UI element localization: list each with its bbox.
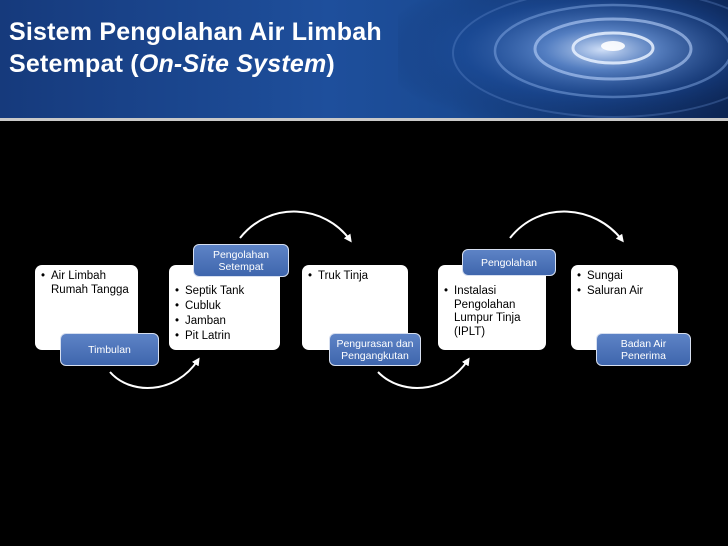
step-2-list: Septik Tank Cubluk Jamban Pit Latrin <box>175 285 274 344</box>
list-item: Jamban <box>175 315 274 329</box>
flow-arrow-1 <box>109 357 200 389</box>
list-item: Truk Tinja <box>308 270 402 284</box>
step-card-2: Septik Tank Cubluk Jamban Pit Latrin <box>169 265 280 350</box>
list-item: Saluran Air <box>577 285 672 299</box>
title-line-2: Setempat (On-Site System) <box>9 48 382 80</box>
slide-title: Sistem Pengolahan Air Limbah Setempat (O… <box>9 16 382 80</box>
slide-header: Sistem Pengolahan Air Limbah Setempat (O… <box>0 0 728 121</box>
step-1-list: Air Limbah Rumah Tangga <box>41 270 132 297</box>
title-suffix: ) <box>326 50 335 78</box>
list-item: Pit Latrin <box>175 330 274 344</box>
list-item: Instalasi Pengolahan Lumpur Tinja (IPLT) <box>444 285 532 339</box>
flow-arrow-4 <box>509 210 624 243</box>
title-line-1: Sistem Pengolahan Air Limbah <box>9 18 382 46</box>
step-label-1: Timbulan <box>60 333 159 366</box>
step-label-4: Pengolahan <box>462 249 556 276</box>
list-item: Sungai <box>577 270 672 284</box>
title-italic: On-Site System <box>138 50 327 78</box>
flow-arrow-3 <box>377 357 470 389</box>
title-prefix: Setempat ( <box>9 50 139 78</box>
step-label-2: Pengolahan Setempat <box>193 244 289 277</box>
step-5-list: Sungai Saluran Air <box>577 270 672 299</box>
list-item: Air Limbah Rumah Tangga <box>41 270 132 297</box>
step-card-4: Instalasi Pengolahan Lumpur Tinja (IPLT) <box>438 265 546 350</box>
flow-arrow-2 <box>239 210 352 243</box>
step-3-list: Truk Tinja <box>308 270 402 284</box>
step-4-list: Instalasi Pengolahan Lumpur Tinja (IPLT) <box>444 285 532 339</box>
list-item: Cubluk <box>175 300 274 314</box>
step-label-5: Badan Air Penerima <box>596 333 691 366</box>
water-drop-image <box>398 0 728 118</box>
step-label-3: Pengurasan dan Pengangkutan <box>329 333 421 366</box>
list-item: Septik Tank <box>175 285 274 299</box>
